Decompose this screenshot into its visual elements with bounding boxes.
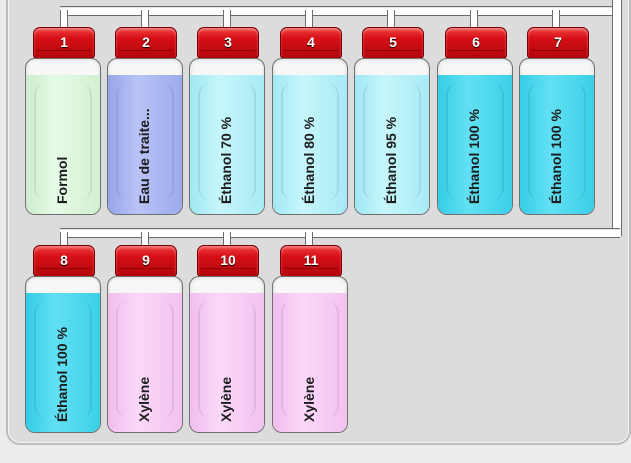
tube-drop-4 bbox=[305, 10, 313, 32]
bottle-label: Xylène bbox=[301, 376, 317, 422]
bottle-label: Éthanol 80 % bbox=[301, 116, 317, 204]
tube-drop-6 bbox=[470, 10, 478, 32]
bottle-10[interactable]: 10 Xylène bbox=[189, 245, 265, 434]
bottle-number: 6 bbox=[472, 34, 480, 50]
bottle-number: 3 bbox=[224, 34, 232, 50]
bottle-label: Eau de traite... bbox=[136, 108, 152, 204]
tube-drop-10 bbox=[223, 232, 231, 250]
bottle-number: 1 bbox=[60, 34, 68, 50]
bottle-cap: 9 bbox=[115, 245, 177, 277]
bottle-number: 9 bbox=[142, 252, 150, 268]
bottle-number: 7 bbox=[554, 34, 562, 50]
tube-drop-1 bbox=[60, 10, 68, 32]
bottle-cap: 8 bbox=[33, 245, 95, 277]
bottle-11[interactable]: 11 Xylène bbox=[272, 245, 348, 434]
bottle-cap: 2 bbox=[115, 27, 177, 59]
tube-drop-11 bbox=[305, 232, 313, 250]
bottle-cap: 5 bbox=[362, 27, 424, 59]
bottle-body: Eau de traite... bbox=[107, 58, 183, 215]
bottle-body: Éthanol 100 % bbox=[519, 58, 595, 215]
tube-drop-3 bbox=[223, 10, 231, 32]
bottle-number: 4 bbox=[307, 34, 315, 50]
bottle-label: Éthanol 70 % bbox=[218, 116, 234, 204]
bottle-cap: 11 bbox=[280, 245, 342, 277]
bottle-2[interactable]: 2 Eau de traite... bbox=[107, 27, 183, 216]
bottle-body: Formol bbox=[25, 58, 101, 215]
bottle-label: Éthanol 100 % bbox=[54, 327, 70, 422]
tube-drop-7 bbox=[552, 10, 560, 32]
bottle-cap: 6 bbox=[445, 27, 507, 59]
bottle-body: Xylène bbox=[107, 276, 183, 433]
bottle-body: Éthanol 95 % bbox=[354, 58, 430, 215]
bottle-cap: 10 bbox=[197, 245, 259, 277]
bottle-number: 5 bbox=[389, 34, 397, 50]
tube-drop-2 bbox=[141, 10, 149, 32]
bottle-label: Xylène bbox=[136, 376, 152, 422]
bottle-number: 10 bbox=[220, 252, 236, 268]
bottle-label: Xylène bbox=[218, 376, 234, 422]
bottle-cap: 3 bbox=[197, 27, 259, 59]
bottle-label: Formol bbox=[54, 156, 70, 204]
tube-top bbox=[60, 6, 622, 16]
bottle-body: Éthanol 80 % bbox=[272, 58, 348, 215]
bottle-9[interactable]: 9 Xylène bbox=[107, 245, 183, 434]
bottle-label: Éthanol 95 % bbox=[383, 116, 399, 204]
bottle-cap: 7 bbox=[527, 27, 589, 59]
tube-right bbox=[612, 0, 622, 236]
bottle-cap: 4 bbox=[280, 27, 342, 59]
bottle-1[interactable]: 1 Formol bbox=[25, 27, 101, 216]
bottle-4[interactable]: 4 Éthanol 80 % bbox=[272, 27, 348, 216]
tube-drop-9 bbox=[141, 232, 149, 250]
tube-middle bbox=[60, 228, 620, 238]
bottle-label: Éthanol 100 % bbox=[466, 109, 482, 204]
bottle-3[interactable]: 3 Éthanol 70 % bbox=[189, 27, 265, 216]
bottle-number: 11 bbox=[303, 252, 319, 268]
bottle-7[interactable]: 7 Éthanol 100 % bbox=[519, 27, 595, 216]
bottle-5[interactable]: 5 Éthanol 95 % bbox=[354, 27, 430, 216]
bottle-cap: 1 bbox=[33, 27, 95, 59]
bottle-body: Xylène bbox=[189, 276, 265, 433]
bottle-body: Éthanol 100 % bbox=[25, 276, 101, 433]
tube-drop-8 bbox=[60, 232, 68, 250]
bottle-number: 8 bbox=[60, 252, 68, 268]
bottle-body: Éthanol 100 % bbox=[437, 58, 513, 215]
bottle-label: Éthanol 100 % bbox=[548, 109, 564, 204]
bottle-6[interactable]: 6 Éthanol 100 % bbox=[437, 27, 513, 216]
bottle-body: Xylène bbox=[272, 276, 348, 433]
bottle-body: Éthanol 70 % bbox=[189, 58, 265, 215]
bottle-8[interactable]: 8 Éthanol 100 % bbox=[25, 245, 101, 434]
bottle-number: 2 bbox=[142, 34, 150, 50]
tube-drop-5 bbox=[387, 10, 395, 32]
